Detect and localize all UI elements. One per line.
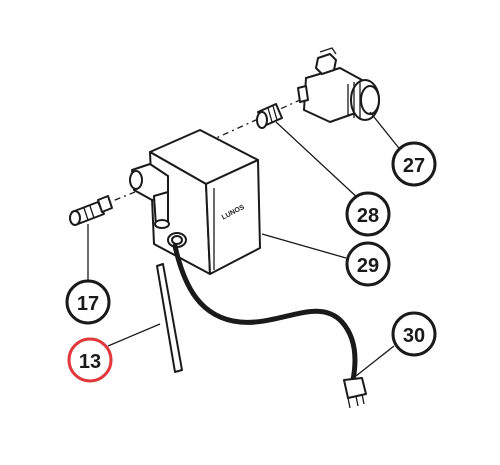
callout-29[interactable]: 29 xyxy=(345,241,391,287)
leader-13 xyxy=(107,323,161,347)
callout-17[interactable]: 17 xyxy=(65,279,111,325)
callout-27[interactable]: 27 xyxy=(391,141,437,187)
leader-30 xyxy=(355,345,395,377)
part-29-housing[interactable]: LUNOS xyxy=(129,129,261,275)
leader-28 xyxy=(275,121,361,201)
callout-30-label: 30 xyxy=(403,325,425,347)
callout-29-label: 29 xyxy=(357,255,379,277)
callout-30[interactable]: 30 xyxy=(391,311,437,357)
part-30-cable[interactable] xyxy=(172,243,367,409)
callout-28[interactable]: 28 xyxy=(345,191,391,237)
leader-29 xyxy=(261,233,347,259)
callout-13[interactable]: 13 xyxy=(67,337,113,383)
part-28-fitting[interactable] xyxy=(256,103,283,129)
callout-13-label: 13 xyxy=(79,351,101,373)
part-17-fitting[interactable] xyxy=(69,195,113,226)
leader-27 xyxy=(369,111,403,153)
callout-27-label: 27 xyxy=(403,155,425,177)
part-27-valve[interactable] xyxy=(297,47,380,123)
part-13-tube[interactable] xyxy=(156,263,183,373)
callout-17-label: 17 xyxy=(77,293,99,315)
callout-28-label: 28 xyxy=(357,205,379,227)
